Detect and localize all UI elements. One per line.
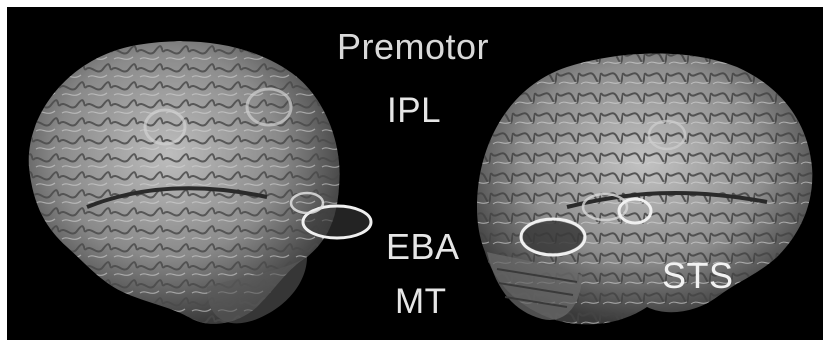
- label-mt: MT: [395, 282, 447, 322]
- label-premotor: Premotor: [337, 26, 489, 68]
- label-eba: EBA: [386, 226, 460, 268]
- label-sts: STS: [662, 255, 734, 297]
- label-ipl: IPL: [387, 91, 441, 131]
- brain-image-panel: Premotor IPL EBA MT STS: [7, 7, 823, 340]
- right-hemisphere: [477, 53, 812, 324]
- left-hemisphere: [29, 41, 371, 324]
